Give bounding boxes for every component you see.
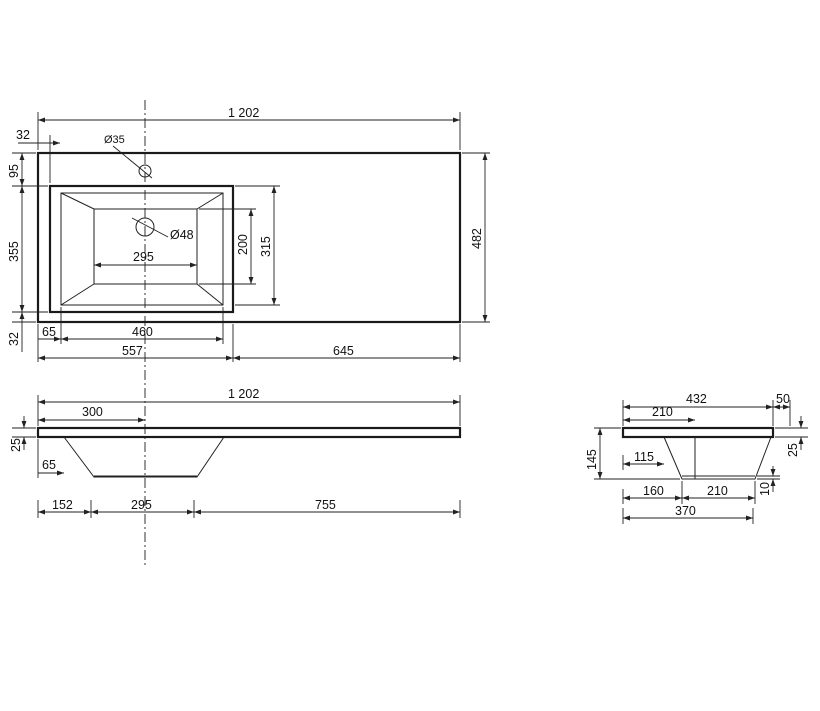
dim-bowl-width-label: 460 <box>132 325 153 339</box>
dim-front-thickness-label: 25 <box>9 438 23 452</box>
drain-hole <box>135 217 155 237</box>
bowl-edge-tr <box>196 192 224 210</box>
dim-side-bottom-total-label: 370 <box>675 504 696 518</box>
dim-bowl-inner-width-label: 295 <box>133 250 154 264</box>
dim-side-top-width-label: 432 <box>686 392 707 406</box>
dim-bowl-outer-height-label: 355 <box>7 241 21 262</box>
dim-bowl-inner-height-label: 200 <box>236 234 250 255</box>
drain-label: Ø48 <box>170 228 194 242</box>
dim-left-section-label: 557 <box>122 344 143 358</box>
front-basin-profile <box>63 436 225 478</box>
bowl-outer-outline <box>48 184 235 314</box>
dim-front-offset-label: 32 <box>7 332 21 346</box>
dim-front-center-offset-label: 300 <box>82 405 103 419</box>
dim-bowl-left-offset-label: 65 <box>42 325 56 339</box>
dim-overall-width-label: 1 202 <box>228 106 259 120</box>
bowl-rim <box>60 192 224 306</box>
dim-depth-label: 482 <box>470 228 484 249</box>
front-slab <box>36 426 462 439</box>
dim-front-bottom-width-label: 295 <box>131 498 152 512</box>
dim-side-bottom-thickness-label: 10 <box>758 482 772 496</box>
dim-bowl-outer-height2-label: 315 <box>259 236 273 257</box>
top-view: Ø35 Ø48 1 202 32 95 355 32 482 2 <box>7 100 490 565</box>
dim-side-bowl-offset-label: 115 <box>634 450 654 464</box>
dim-side-thickness-label: 25 <box>786 443 800 457</box>
tap-hole <box>138 164 152 178</box>
dim-left-offset-label: 32 <box>16 128 30 142</box>
dim-tap-offset-label: 95 <box>7 164 21 178</box>
dim-side-back-lip-label: 50 <box>776 392 790 406</box>
side-slab <box>621 426 775 439</box>
side-view: 432 50 210 145 25 115 160 210 10 <box>585 392 808 524</box>
bowl-bottom <box>93 208 198 285</box>
countertop-outline <box>36 151 462 324</box>
bowl-edge-tl <box>60 192 95 210</box>
dim-side-bottom-offset-label: 160 <box>643 484 664 498</box>
dim-front-overall-width-label: 1 202 <box>228 387 259 401</box>
bowl-edge-bl <box>60 283 95 306</box>
dim-right-section-label: 645 <box>333 344 354 358</box>
front-view: 1 202 300 25 65 152 295 755 <box>9 387 462 518</box>
dim-side-height-label: 145 <box>585 449 599 470</box>
dim-front-bottom-left-label: 152 <box>52 498 73 512</box>
dim-front-bottom-right-label: 755 <box>315 498 336 512</box>
dim-front-bowl-offset-label: 65 <box>42 458 56 472</box>
dim-side-bottom-width-label: 210 <box>707 484 728 498</box>
drain-leader <box>131 217 169 238</box>
tap-hole-label: Ø35 <box>104 134 125 146</box>
dim-side-center-offset-label: 210 <box>652 405 673 419</box>
tap-hole-leader <box>112 145 153 179</box>
side-basin-profile <box>663 436 772 480</box>
bowl-edge-br <box>196 283 224 306</box>
